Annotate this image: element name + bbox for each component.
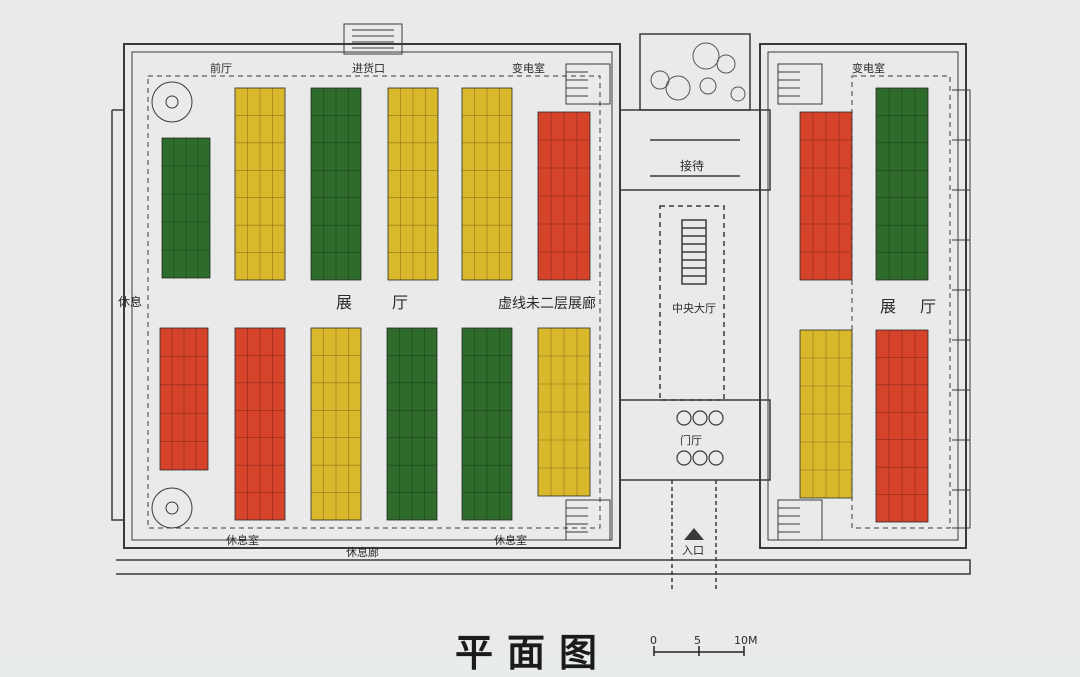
exhibit-stand-w-top-5 bbox=[461, 87, 513, 281]
courtyard-trees bbox=[650, 42, 746, 102]
floor-plan-drawing: 前厅 进货口 变电室 变电室 接待 休息 展 厅 虚线未二层展廊 中央大厅 展 … bbox=[111, 23, 971, 656]
exhibit-stand-w-top-2 bbox=[234, 87, 286, 281]
label-lounge-room-east: 休息室 bbox=[494, 533, 527, 547]
label-reception: 接待 bbox=[680, 158, 704, 173]
label-hall-east-a: 展 bbox=[880, 297, 896, 316]
scale-bar bbox=[653, 646, 745, 656]
exhibit-stand-w-bot-5 bbox=[461, 327, 513, 521]
label-gallery-note: 虚线未二层展廊 bbox=[498, 295, 596, 312]
exhibit-stand-e-top-2 bbox=[875, 87, 929, 281]
label-lounge-room-west: 休息室 bbox=[226, 533, 259, 547]
scale-label-5: 5 bbox=[694, 634, 701, 647]
scale-label-0: 0 bbox=[650, 634, 657, 647]
exhibit-stand-w-top-3 bbox=[310, 87, 362, 281]
label-foyer-south: 门厅 bbox=[680, 433, 702, 447]
exhibit-stand-w-bot-1 bbox=[159, 327, 209, 471]
label-entrance-south: 入口 bbox=[682, 544, 704, 557]
stair-blocks bbox=[343, 23, 823, 541]
exhibit-stand-w-top-4 bbox=[387, 87, 439, 281]
label-lounge-corridor: 休息廊 bbox=[346, 545, 379, 559]
label-entrance-north: 进货口 bbox=[352, 61, 385, 75]
plan-title: 平面图 bbox=[455, 630, 612, 675]
exhibit-stand-w-bot-6 bbox=[537, 327, 591, 497]
entrance-arrow bbox=[684, 528, 704, 540]
exhibit-stand-e-bot-2 bbox=[875, 329, 929, 523]
exhibit-stand-e-top-1 bbox=[799, 111, 853, 281]
label-west-foyer: 前厅 bbox=[210, 61, 232, 75]
exhibit-stands bbox=[159, 87, 929, 523]
scale-label-10: 10M bbox=[734, 634, 758, 647]
label-transformer-west: 变电室 bbox=[512, 61, 545, 75]
exhibit-stand-w-top-1 bbox=[161, 137, 211, 279]
exhibit-stand-w-bot-4 bbox=[386, 327, 438, 521]
central-link-walls bbox=[619, 33, 771, 590]
exhibit-stand-w-top-6 bbox=[537, 111, 591, 281]
label-hall-west: 厅 bbox=[392, 293, 408, 312]
label-hall-east-b: 厅 bbox=[920, 297, 936, 316]
spiral-stairs bbox=[151, 81, 193, 529]
label-lounge-west: 休息 bbox=[118, 294, 142, 309]
exhibit-stand-e-bot-1 bbox=[799, 329, 853, 499]
label-transformer-east: 变电室 bbox=[852, 61, 885, 75]
label-central-hall: 中央大厅 bbox=[672, 301, 716, 315]
east-block-walls bbox=[759, 43, 971, 549]
label-hall-west-prefix: 展 bbox=[336, 293, 352, 312]
exhibit-stand-w-bot-3 bbox=[310, 327, 362, 521]
exhibit-stand-w-bot-2 bbox=[234, 327, 286, 521]
floor-plan-sheet: 前厅 进货口 变电室 变电室 接待 休息 展 厅 虚线未二层展廊 中央大厅 展 … bbox=[111, 23, 971, 675]
west-block-walls bbox=[111, 43, 971, 575]
foyer-doors bbox=[676, 410, 724, 466]
